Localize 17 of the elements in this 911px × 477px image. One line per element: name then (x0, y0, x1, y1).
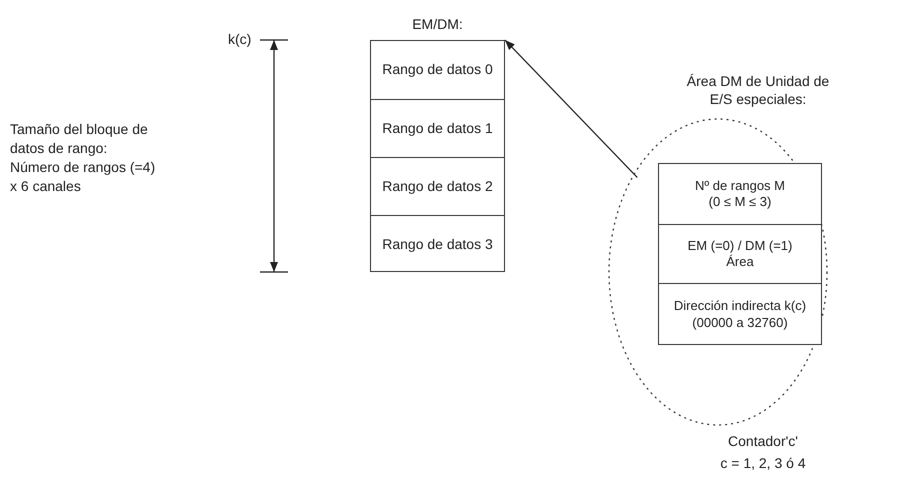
oval-heading: Área DM de Unidad de E/S especiales: (686, 72, 830, 108)
cell-text: Rango de datos 3 (382, 236, 493, 254)
cell-text: Rango de datos 2 (382, 178, 493, 196)
cell-text: Nº de rangos M (694, 178, 785, 194)
cell-text: EM (=0) / DM (=1) (688, 238, 792, 254)
size-note: Tamaño del bloque de datos de rango: Número de rangos (=4) x 6 canales (10, 120, 156, 196)
arrow (504, 40, 638, 178)
oval-caption: c = 1, 2, 3 ó 4 (719, 454, 807, 472)
table-heading: EM/DM: (411, 15, 464, 34)
offset-label: k(c) (228, 30, 252, 49)
cell-text: Rango de datos 1 (382, 120, 493, 138)
cell-text: Rango de datos 0 (382, 61, 493, 79)
cell-text: (0 ≤ M ≤ 3) (708, 194, 772, 210)
cell-text: (00000 a 32760) (692, 314, 788, 331)
cell-text: Dirección indirecta k(c) (674, 298, 806, 314)
oval-caption: Contador'c' (727, 432, 799, 450)
cell-text: Área (726, 254, 754, 270)
